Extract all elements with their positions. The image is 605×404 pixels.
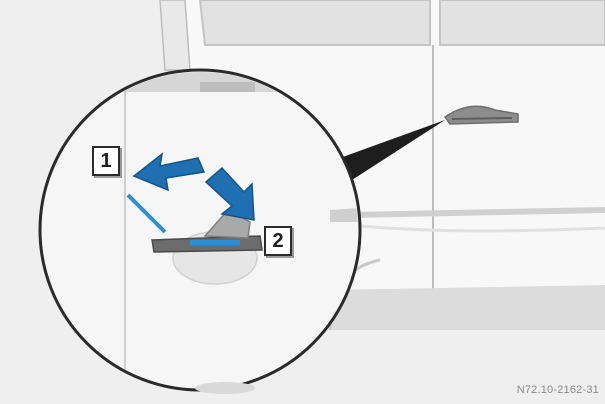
magnified-crease xyxy=(330,208,360,222)
figure-reference-code: N72.10-2162-31 xyxy=(517,384,599,396)
window-rear xyxy=(440,0,605,45)
magnified-trim-slot xyxy=(200,82,255,92)
lower-skirt xyxy=(330,285,605,330)
window-front xyxy=(200,0,430,45)
callout-1-label: 1 xyxy=(92,146,120,176)
handle-highlight-stripe xyxy=(190,240,240,245)
callout-2-label: 2 xyxy=(264,226,292,256)
a-pillar xyxy=(160,0,190,70)
door-handle-small-grip xyxy=(452,118,512,119)
ground-shadow xyxy=(195,382,255,394)
